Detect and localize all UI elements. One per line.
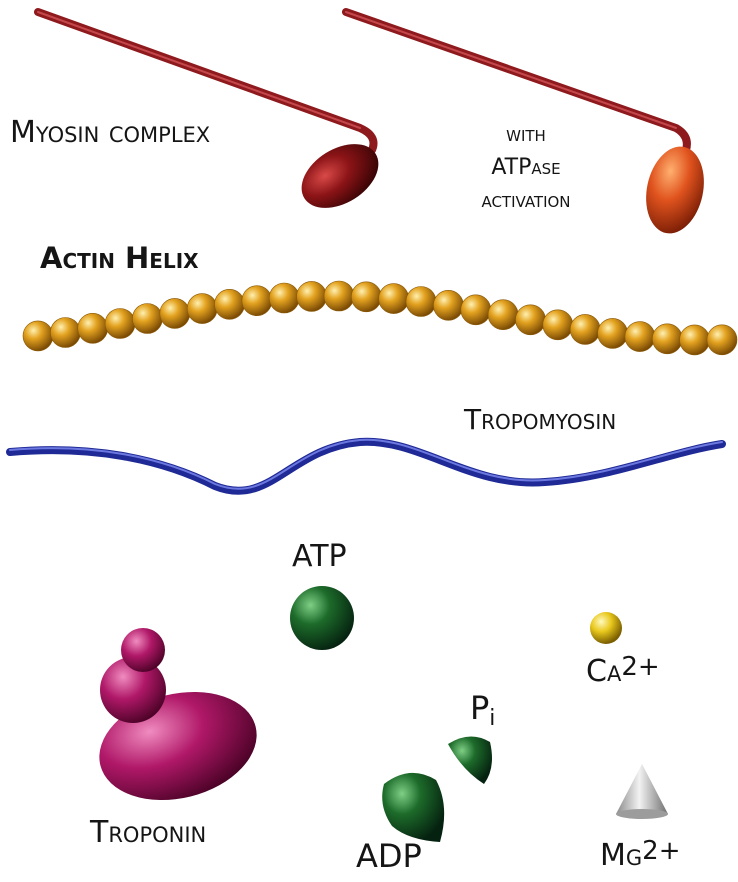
actin-bead bbox=[22, 320, 54, 352]
magnesium-label-charge: 2+ bbox=[642, 836, 681, 866]
actin-bead bbox=[679, 324, 710, 356]
calcium-label: Ca2+ bbox=[586, 654, 660, 687]
pi-label-subscript: i bbox=[489, 706, 496, 731]
magnesium-cone-icon bbox=[616, 764, 668, 819]
myosin-complex-label: Myosin complex bbox=[10, 115, 211, 150]
actin-bead bbox=[487, 299, 519, 331]
calcium-label-charge: 2+ bbox=[621, 652, 660, 682]
actin-bead bbox=[350, 281, 382, 313]
actin-bead bbox=[323, 280, 355, 312]
troponin-label: Troponin bbox=[90, 815, 207, 850]
actin-bead bbox=[132, 303, 163, 334]
troponin-icon bbox=[99, 628, 257, 801]
tropomyosin-label: Tropomyosin bbox=[464, 403, 617, 436]
actin-bead bbox=[433, 289, 464, 321]
actin-bead bbox=[296, 281, 327, 312]
magnesium-label: Mg2+ bbox=[600, 838, 681, 871]
adp-label: ADP bbox=[356, 837, 422, 875]
actin-bead bbox=[77, 312, 108, 344]
actin-bead bbox=[50, 317, 81, 348]
pi-label: Pi bbox=[470, 692, 495, 730]
calcium-label-base: Ca bbox=[586, 654, 622, 689]
atpase-label-line1: with bbox=[506, 122, 546, 147]
actin-bead bbox=[597, 318, 628, 349]
actin-bead bbox=[159, 298, 191, 329]
calcium-ion-icon bbox=[590, 612, 622, 644]
actin-helix-icon bbox=[22, 280, 738, 356]
atpase-label-line2: ATPase bbox=[491, 155, 561, 180]
actin-bead bbox=[706, 324, 738, 356]
activated-myosin-icon bbox=[342, 8, 704, 234]
atp-sphere-icon bbox=[290, 586, 354, 650]
atpase-activation-label: with ATPase activation bbox=[452, 118, 600, 217]
atp-label: ATP bbox=[292, 539, 347, 574]
pi-label-base: P bbox=[470, 689, 490, 727]
actin-bead bbox=[542, 309, 574, 341]
actin-bead bbox=[378, 283, 410, 314]
pi-fragment-icon bbox=[448, 736, 492, 784]
actin-helix-label: Actin Helix bbox=[40, 241, 199, 275]
atpase-label-line3: activation bbox=[481, 188, 571, 213]
myosin-complex-icon bbox=[34, 8, 379, 208]
adp-fragment-icon bbox=[382, 772, 445, 842]
actin-bead bbox=[651, 323, 683, 355]
actin-bead bbox=[515, 304, 546, 336]
actin-bead bbox=[214, 288, 245, 320]
magnesium-label-base: Mg bbox=[600, 838, 643, 873]
tropomyosin-strand-icon bbox=[6, 437, 726, 495]
actin-bead bbox=[186, 293, 218, 324]
actin-bead bbox=[104, 308, 136, 339]
actin-bead bbox=[405, 286, 437, 317]
actin-bead bbox=[569, 314, 601, 345]
actin-bead bbox=[268, 282, 300, 314]
actin-bead bbox=[624, 321, 656, 352]
actin-bead bbox=[460, 294, 492, 326]
actin-bead bbox=[241, 285, 273, 317]
